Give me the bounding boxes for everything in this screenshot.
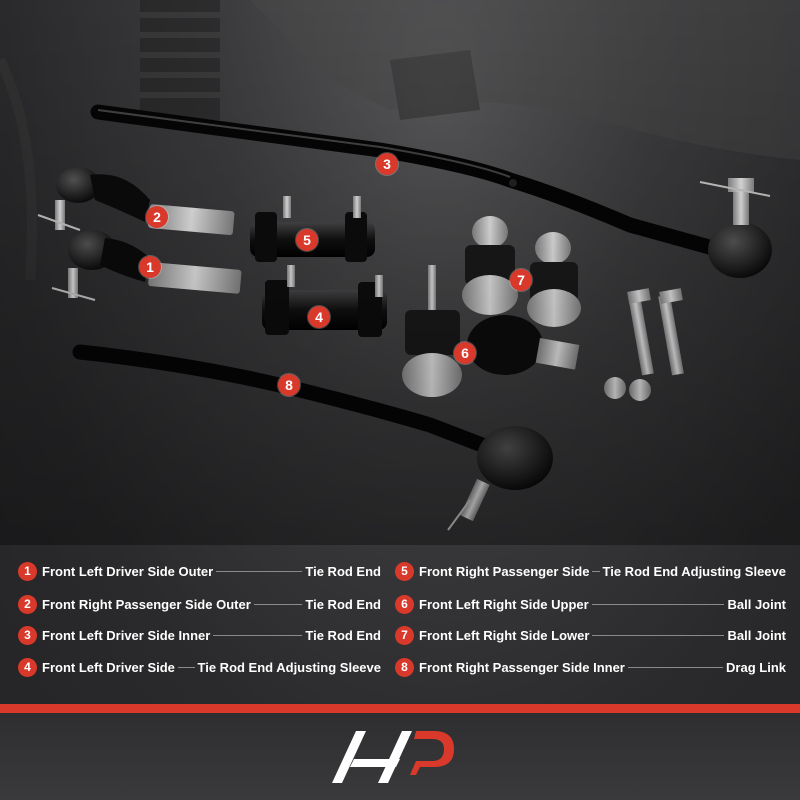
legend-number: 3: [18, 625, 37, 645]
legend-number: 6: [395, 594, 414, 614]
legend-number: 7: [395, 625, 414, 645]
leader-line: [627, 666, 724, 668]
leader-line: [592, 634, 725, 636]
badge-8: 8: [278, 374, 300, 396]
badge-1: 1: [139, 256, 161, 278]
legend-position: Front Right Passenger Side: [419, 563, 590, 579]
legend-part: Tie Rod End Adjusting Sleeve: [602, 563, 786, 579]
accent-bar: [0, 704, 800, 713]
legend-position: Front Left Driver Side: [42, 659, 175, 675]
legend-number: 2: [18, 594, 37, 614]
legend-item: 8 Front Right Passenger Side Inner Drag …: [395, 656, 786, 678]
legend-number: 4: [18, 657, 37, 677]
legend-item: 3 Front Left Driver Side Inner Tie Rod E…: [18, 624, 381, 646]
legend-item: 6 Front Left Right Side Upper Ball Joint: [395, 593, 786, 615]
legend-position: Front Right Passenger Side Outer: [42, 596, 251, 612]
legend-item: 5 Front Right Passenger Side Tie Rod End…: [395, 560, 786, 582]
legend-number: 8: [395, 657, 414, 677]
badge-5: 5: [296, 229, 318, 251]
legend-part: Tie Rod End: [305, 563, 381, 579]
legend-number: 5: [395, 561, 414, 581]
a-premium-logo-icon: [332, 731, 454, 783]
legend-item: 1 Front Left Driver Side Outer Tie Rod E…: [18, 560, 381, 582]
legend-position: Front Right Passenger Side Inner: [419, 659, 625, 675]
leader-line: [177, 666, 195, 668]
legend-item: 2 Front Right Passenger Side Outer Tie R…: [18, 593, 381, 615]
leader-line: [591, 603, 725, 605]
parts-legend: 1 Front Left Driver Side Outer Tie Rod E…: [18, 560, 788, 690]
legend-part: Tie Rod End: [305, 596, 381, 612]
legend-part: Tie Rod End: [305, 627, 381, 643]
leader-line: [216, 570, 303, 572]
legend-part: Drag Link: [726, 659, 786, 675]
legend-number: 1: [18, 561, 37, 581]
parts-photo: [0, 0, 800, 545]
badge-6: 6: [454, 342, 476, 364]
leader-line: [592, 570, 600, 572]
badge-3: 3: [376, 153, 398, 175]
legend-part: Ball Joint: [727, 596, 786, 612]
badge-2: 2: [146, 206, 168, 228]
legend-position: Front Left Driver Side Inner: [42, 627, 211, 643]
legend-part: Tie Rod End Adjusting Sleeve: [197, 659, 381, 675]
legend-position: Front Left Right Side Lower: [419, 627, 590, 643]
badge-7: 7: [510, 269, 532, 291]
legend-position: Front Left Right Side Upper: [419, 596, 589, 612]
legend-item: 7 Front Left Right Side Lower Ball Joint: [395, 624, 786, 646]
leader-line: [213, 634, 303, 636]
legend-item: 4 Front Left Driver Side Tie Rod End Adj…: [18, 656, 381, 678]
legend-position: Front Left Driver Side Outer: [42, 563, 214, 579]
leader-line: [253, 603, 303, 605]
badge-4: 4: [308, 306, 330, 328]
legend-part: Ball Joint: [727, 627, 786, 643]
